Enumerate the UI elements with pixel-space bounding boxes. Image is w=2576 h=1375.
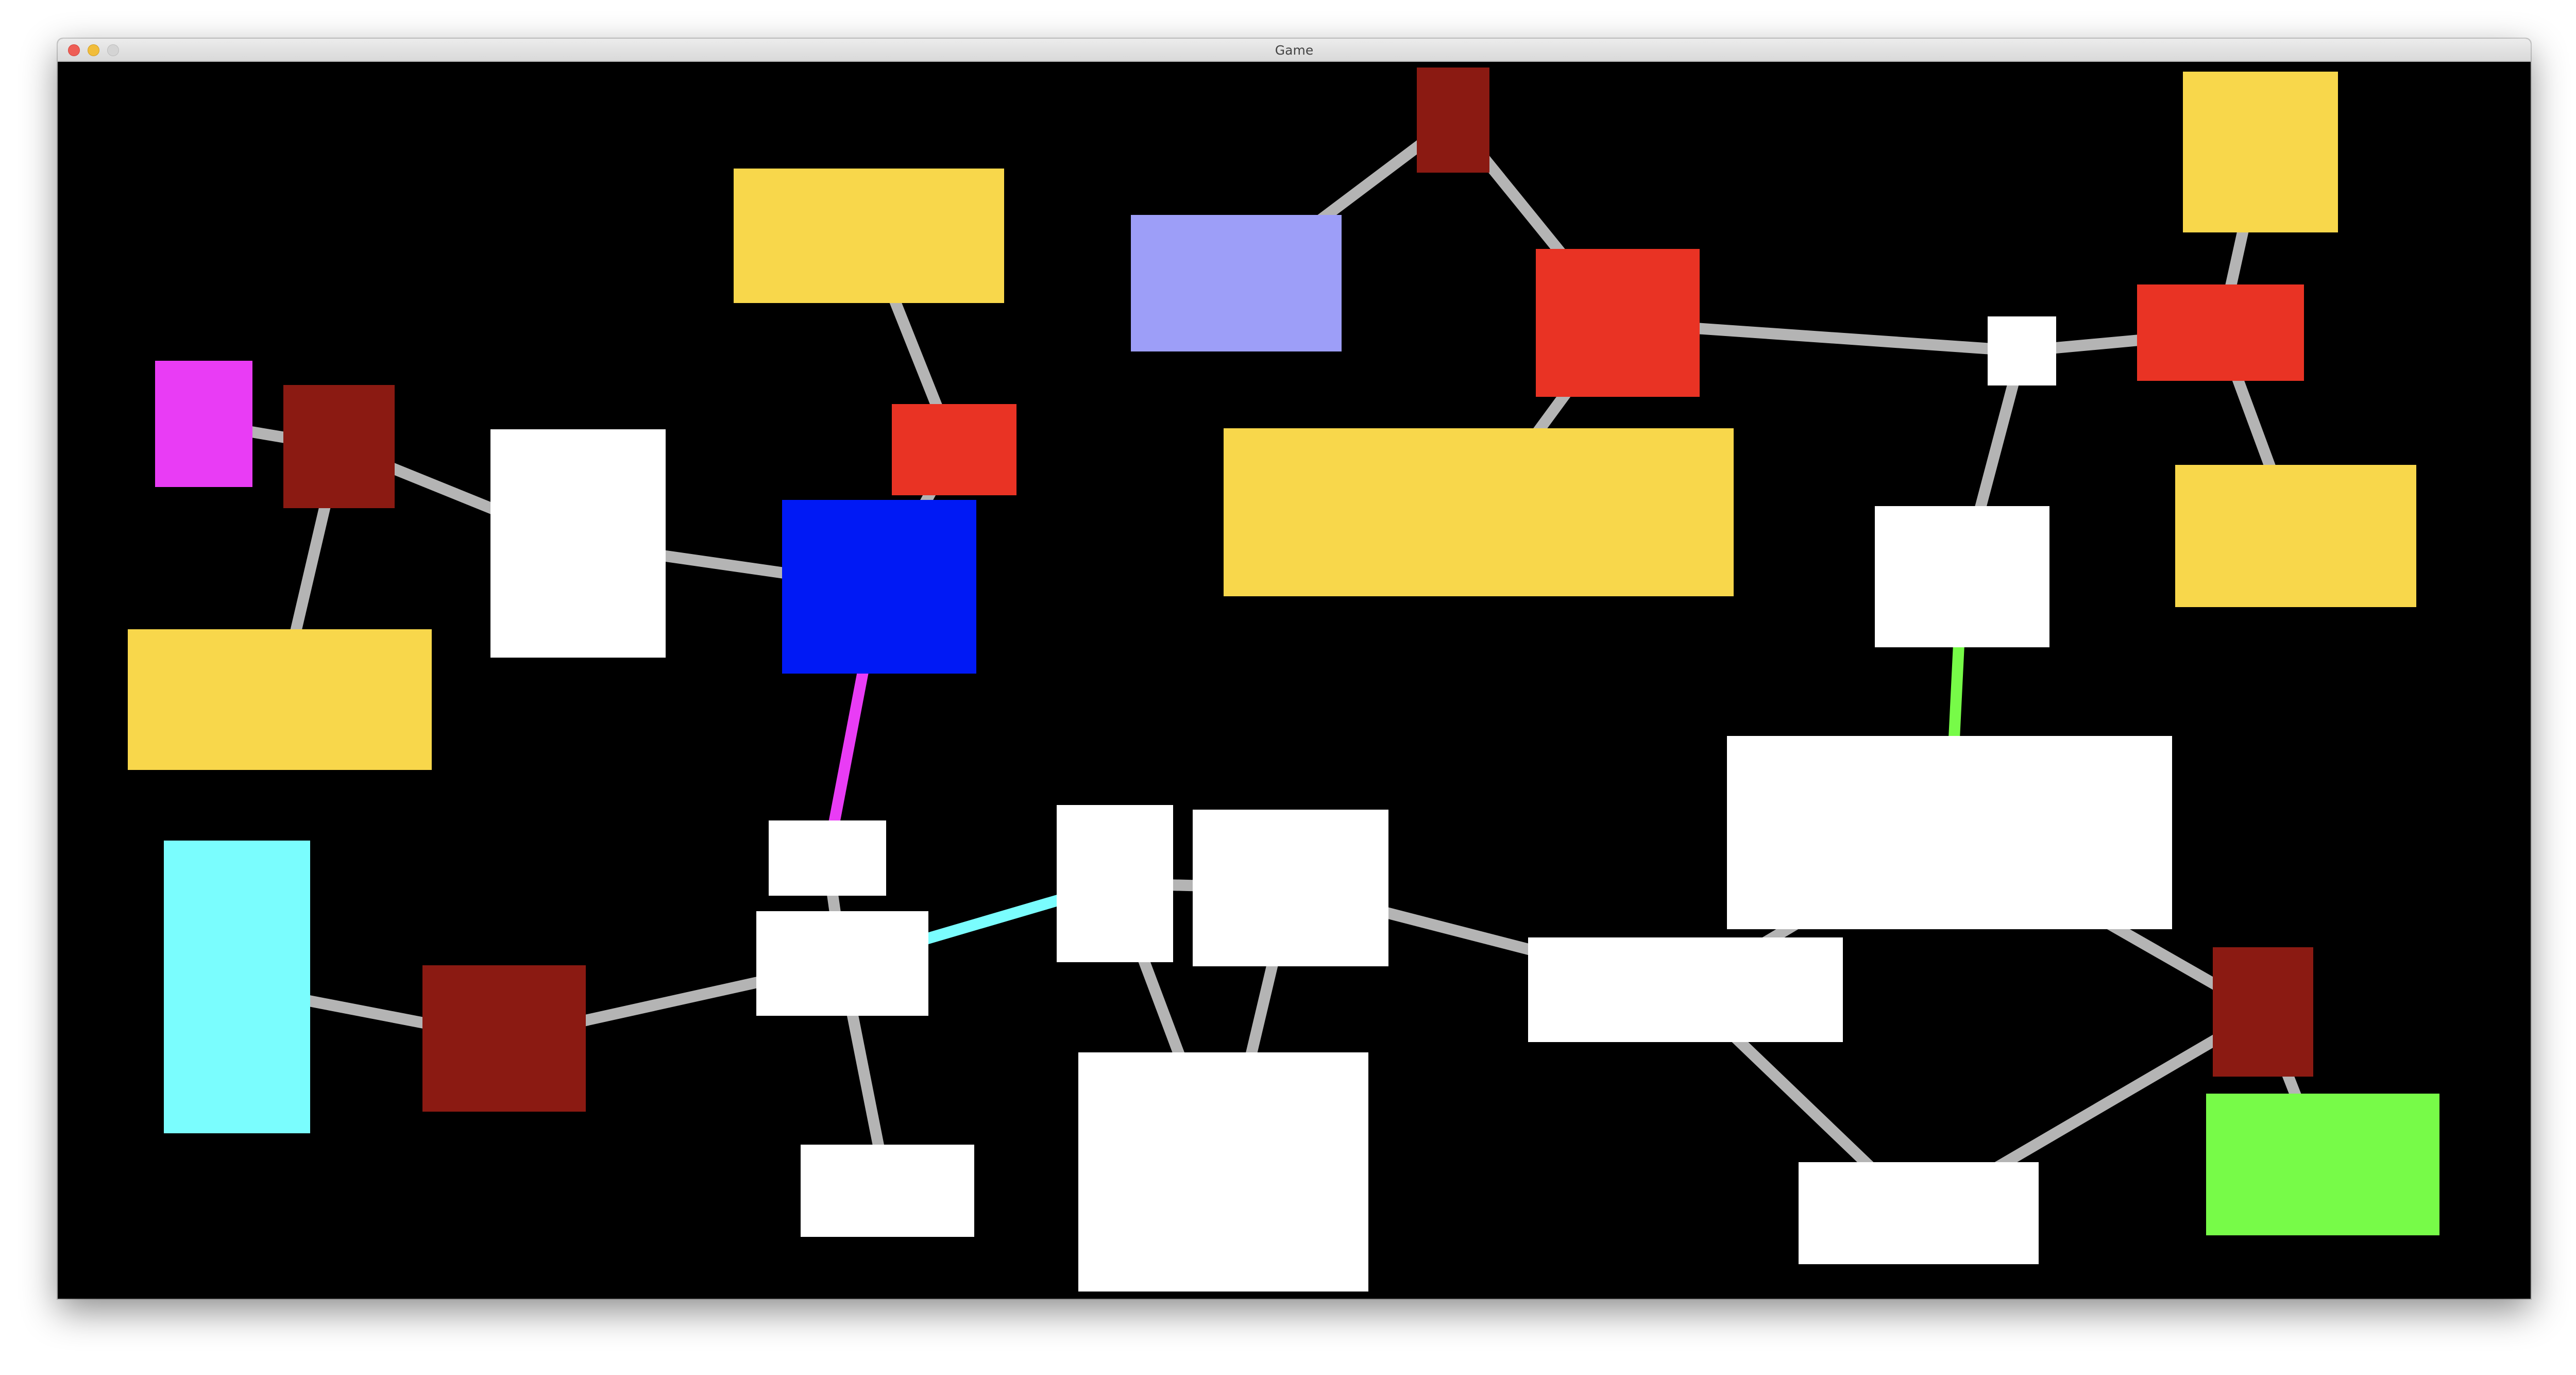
node-white-n5[interactable]: [490, 429, 666, 658]
minimize-button[interactable]: [88, 44, 99, 56]
window-title: Game: [1275, 43, 1314, 58]
close-button[interactable]: [68, 44, 80, 56]
game-window: Game: [58, 39, 2531, 1299]
node-white-n18[interactable]: [801, 1145, 974, 1237]
node-yellow-n1[interactable]: [734, 169, 1004, 303]
node-yellow-n15[interactable]: [2175, 465, 2416, 607]
node-yellow-n13[interactable]: [2183, 72, 2338, 232]
node-dark-red-n9[interactable]: [1417, 68, 1489, 173]
node-white-n16[interactable]: [769, 820, 886, 896]
node-red-n2[interactable]: [892, 404, 1016, 495]
node-white-n19[interactable]: [1057, 805, 1173, 962]
node-green-n30[interactable]: [2206, 1094, 2439, 1235]
node-white-n22[interactable]: [1528, 937, 1843, 1042]
node-white-n24[interactable]: [1875, 506, 2049, 647]
node-cyan-n25[interactable]: [164, 841, 310, 1133]
node-white-n23[interactable]: [1727, 736, 2172, 929]
node-red-n10[interactable]: [1536, 249, 1700, 397]
node-dark-red-n29[interactable]: [2213, 947, 2313, 1077]
zoom-button[interactable]: [107, 44, 119, 56]
node-dark-red-n4[interactable]: [283, 385, 395, 508]
node-lavender-n8[interactable]: [1131, 215, 1342, 351]
node-white-n12[interactable]: [1988, 316, 2056, 385]
node-magenta-n3[interactable]: [155, 361, 252, 487]
node-white-n21[interactable]: [1078, 1052, 1368, 1292]
title-bar[interactable]: Game: [58, 39, 2531, 62]
node-white-n17[interactable]: [756, 911, 928, 1016]
node-white-n20[interactable]: [1193, 810, 1388, 966]
node-red-n14[interactable]: [2137, 284, 2304, 381]
node-blue-n6[interactable]: [782, 500, 976, 674]
node-white-n28[interactable]: [1799, 1162, 2039, 1264]
node-yellow-n7[interactable]: [128, 629, 432, 770]
game-canvas[interactable]: [58, 62, 2531, 1299]
node-dark-red-n26[interactable]: [422, 965, 586, 1112]
node-yellow-n11[interactable]: [1224, 428, 1734, 596]
